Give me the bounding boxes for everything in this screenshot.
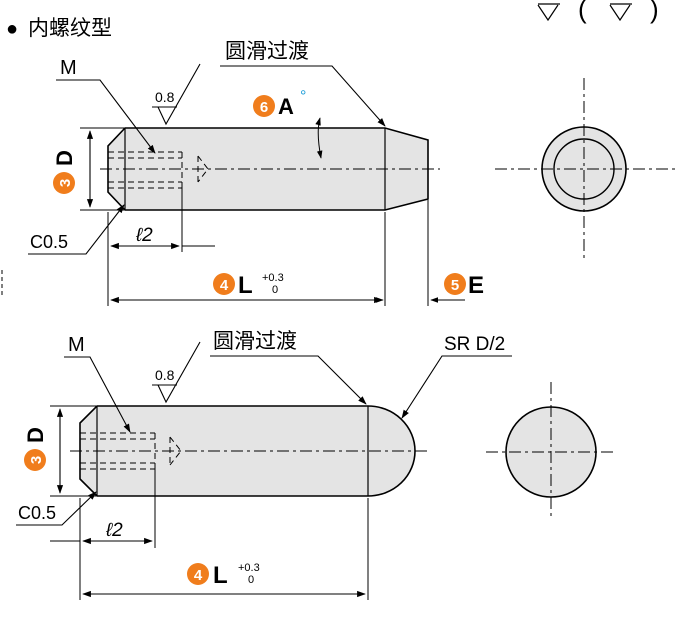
top-end-badge-number: 5 — [451, 277, 459, 294]
top-angle-badge — [253, 95, 275, 117]
top-length-tol-upper: +0.3 — [262, 272, 284, 284]
top-chamfer-label: C0.5 — [30, 232, 68, 252]
roughness-symbol-icon — [537, 4, 559, 22]
bottom-length-letter: L — [213, 562, 228, 589]
top-l2-label: ℓ2 — [135, 225, 153, 246]
top-side-view — [495, 78, 676, 258]
top-length-badge — [213, 273, 235, 295]
top-roughness-value: 0.8 — [155, 89, 175, 105]
bottom-side-view — [486, 382, 616, 520]
bottom-thread-label: M — [68, 334, 85, 356]
top-diameter-letter: D — [52, 150, 77, 166]
bottom-length-tol-lower: 0 — [248, 574, 254, 586]
bottom-thread-leader — [64, 356, 131, 433]
bottom-internal-thread — [80, 432, 182, 470]
top-thread-label: M — [60, 57, 77, 79]
bottom-roughness-value: 0.8 — [155, 367, 175, 383]
top-corner-roughness — [537, 3, 632, 22]
top-roughness-symbol — [152, 63, 201, 126]
bottom-roughness-symbol — [152, 341, 201, 404]
bottom-fillet-label: 圆滑过渡 — [213, 329, 297, 353]
bottom-radius-label: SR D/2 — [444, 334, 505, 355]
top-angle-degree: ° — [300, 88, 306, 105]
top-angle-badge-number: 6 — [260, 99, 268, 116]
corner-paren-open: ( — [578, 0, 587, 24]
bottom-pin-drawing: 0.8 M 圆滑过渡 SR D/2 3 D C0.5 ℓ2 4 L +0.3 0 — [16, 329, 616, 600]
bottom-chamfer-leader — [16, 491, 97, 526]
bottom-length-badge-number: 4 — [194, 567, 203, 584]
top-angle-letter: A — [278, 94, 294, 119]
top-end-letter: E — [468, 272, 484, 299]
top-angle-arc — [315, 117, 323, 159]
corner-paren-close: ) — [650, 0, 659, 24]
top-chamfer-leader — [28, 204, 125, 255]
top-internal-thread — [108, 151, 209, 189]
header-title: 内螺纹型 — [28, 16, 112, 40]
top-fillet-label: 圆滑过渡 — [225, 39, 309, 63]
bottom-length-badge — [187, 563, 209, 585]
bottom-length-tol-upper: +0.3 — [238, 562, 260, 574]
bottom-radius-leader — [401, 355, 512, 419]
top-length-tol-lower: 0 — [272, 284, 278, 296]
header-bullet: ● — [6, 18, 18, 40]
top-fillet-leader — [220, 65, 386, 127]
top-pin-drawing: 0.8 M 圆滑过渡 6 A ° 3 D C0.5 ℓ2 4 L +0.3 — [28, 39, 676, 306]
top-length-badge-number: 4 — [220, 277, 229, 294]
top-length-letter: L — [238, 272, 253, 299]
bottom-fillet-leader — [210, 355, 367, 405]
bottom-l2-label: ℓ2 — [105, 520, 123, 541]
bottom-diameter-letter: D — [23, 427, 48, 443]
section-header: ● 内螺纹型 — [6, 16, 112, 40]
bottom-diameter-badge-number: 3 — [28, 456, 45, 464]
top-thread-leader — [56, 79, 156, 154]
bottom-diameter-badge — [24, 449, 46, 471]
top-diameter-badge — [53, 172, 75, 194]
top-end-badge — [444, 273, 466, 295]
roughness-symbol-icon — [609, 4, 631, 22]
top-diameter-badge-number: 3 — [57, 179, 74, 187]
bottom-chamfer-label: C0.5 — [18, 503, 56, 523]
